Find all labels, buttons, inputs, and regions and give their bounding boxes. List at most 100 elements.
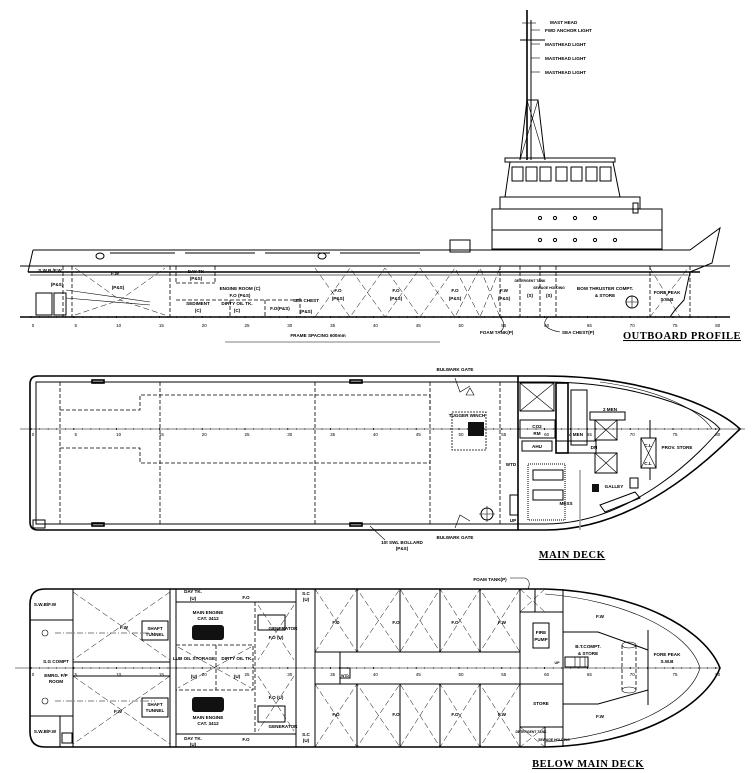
frame-number: 80	[715, 432, 721, 437]
tank-label: F.O	[334, 288, 342, 293]
below-main-deck-plan: S.W.B/F.W S.W.B/F.W F.W F.W SHAFT TUNNEL…	[15, 577, 721, 770]
tank-label: (C)	[234, 308, 241, 313]
mast-label: MASTHEAD LIGHT	[545, 56, 586, 61]
tank-label: F.O	[242, 595, 250, 600]
tank-label: F.O	[392, 712, 400, 717]
tank-label: SEA CHEST	[293, 298, 319, 303]
tank-label: S.W.B/F.W	[34, 729, 57, 734]
tank-label: F.O (U)	[269, 695, 284, 700]
room-label: PROV. STORE	[662, 445, 693, 450]
tank-label: F.O	[392, 288, 400, 293]
door-label: WTD	[341, 674, 349, 678]
frame-number: 65	[587, 323, 593, 328]
callout-label: SEA CHEST(P)	[562, 330, 595, 335]
tank-label: (S)	[527, 293, 534, 298]
tank-label: F.W	[120, 625, 129, 630]
frame-number: 70	[630, 323, 636, 328]
compartment-label: ROOM	[49, 679, 63, 684]
frame-number: 30	[287, 432, 293, 437]
mast-label: MAST HEAD	[550, 20, 578, 25]
tank-label: DAY TK.	[184, 589, 202, 594]
frame-number: 35	[330, 432, 336, 437]
generator-label: GENERATOR	[269, 626, 299, 631]
bollard-label: 10t SWL BOLLARD	[381, 540, 423, 545]
tank-label: (U)	[190, 742, 197, 747]
compartment-label: S.G COMPT	[43, 659, 69, 664]
tank-label: (U)	[191, 674, 198, 679]
frame-number: 30	[287, 323, 293, 328]
room-label: PUMP	[534, 637, 547, 642]
callout-label: FOAM TANK(P)	[480, 330, 514, 335]
frame-number: 45	[416, 323, 422, 328]
room-label: & STORE	[578, 651, 598, 656]
tank-label: S.W.B	[660, 297, 674, 302]
compartment-label: SHAFT	[147, 626, 163, 631]
tank-label: DETERGENT TANK	[515, 730, 547, 734]
room-label: MESS	[559, 501, 572, 506]
tank-label: S.C	[302, 732, 310, 737]
tank-label: F.O	[451, 620, 459, 625]
room-label: C.L	[644, 443, 652, 448]
tank-label: F.W	[114, 709, 123, 714]
tank-label: DIRTY OIL TK.	[221, 656, 252, 661]
engine-label: CAT. 3412	[197, 721, 219, 726]
tank-label: (P&S)	[498, 296, 511, 301]
frame-number: 20	[202, 323, 208, 328]
tank-label: F.O	[242, 737, 250, 742]
room-label: STORE	[533, 701, 549, 706]
frame-number: 70	[630, 432, 636, 437]
mast-label: FWD ANCHOR LIGHT	[545, 28, 592, 33]
tank-label: S.W.B	[660, 659, 674, 664]
frame-number: 45	[416, 672, 422, 677]
frame-number: 10	[116, 323, 122, 328]
tank-label: DAY TK.	[184, 736, 202, 741]
tank-label: (C)	[195, 308, 202, 313]
frame-number: 25	[244, 432, 250, 437]
frame-number: 5	[75, 323, 78, 328]
engine-label: MAIN ENGINE	[193, 610, 224, 615]
stair-label: UP	[510, 518, 516, 523]
callout-label: FOAM TANK(P)	[473, 577, 507, 582]
tank-label: (U)	[303, 738, 310, 743]
tank-label: (P&S)	[112, 285, 125, 290]
room-label: GALLEY	[605, 484, 624, 489]
room-label: B.T.COMPT.	[575, 644, 601, 649]
compartment-label: & STORE	[595, 293, 615, 298]
tank-label: (U)	[190, 596, 197, 601]
generator-label: GENERATOR	[269, 724, 299, 729]
frame-spacing-label: FRAME SPACING 600mm	[290, 333, 345, 338]
frame-number: 15	[159, 672, 165, 677]
tank-label: LUB OIL STORAGE	[173, 656, 215, 661]
tank-label: (U)	[234, 674, 241, 679]
compartment-label: EMRG. F/P	[44, 673, 67, 678]
frame-number: 35	[330, 323, 336, 328]
tank-label: DIRTY OIL TK.	[221, 301, 252, 306]
bulwark-gate-label: BULWARK GATE	[437, 367, 474, 372]
tank-label: DAY TK	[188, 269, 205, 274]
tank-label: F.O(P&S)	[270, 306, 290, 311]
frame-number: 70	[630, 672, 636, 677]
frame-number: 20	[202, 432, 208, 437]
room-label: CO2	[532, 424, 542, 429]
tank-label: (P&S)	[190, 276, 203, 281]
tank-label: F.O (P&S)	[230, 293, 251, 298]
tank-label: F.W	[500, 288, 509, 293]
compartment-label: TUNNEL	[146, 708, 165, 713]
tank-label: S.W.B/F.W	[34, 602, 57, 607]
tank-label: (P&S)	[332, 296, 345, 301]
frame-number: 40	[373, 432, 379, 437]
tank-label: (P&S)	[51, 282, 64, 287]
compartment-label: SHAFT	[147, 702, 163, 707]
frame-number: 80	[715, 672, 721, 677]
tank-label: SEDIMENT	[186, 301, 210, 306]
frame-number: 15	[159, 432, 165, 437]
room-label: C.L	[644, 461, 652, 466]
frame-number: 40	[373, 672, 379, 677]
tank-label: F.O	[451, 712, 459, 717]
frame-number: 10	[116, 672, 122, 677]
tank-label: F.W	[498, 712, 507, 717]
room-label: FIRE	[536, 630, 546, 635]
frame-number: 50	[458, 672, 464, 677]
compartment-label: TUNNEL	[146, 632, 165, 637]
